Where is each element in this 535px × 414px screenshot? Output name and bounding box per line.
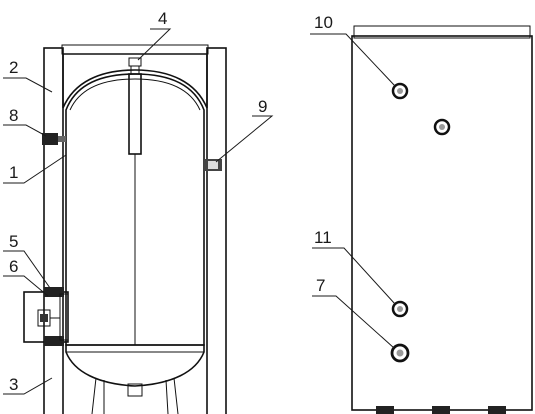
tank-leg-right: [165, 377, 179, 414]
label-6: 6: [9, 257, 18, 276]
right-insulation: [206, 47, 227, 414]
label-8: 8: [9, 106, 18, 125]
top-insulation: [62, 53, 208, 109]
label-5: 5: [9, 232, 18, 251]
label-10: 10: [314, 13, 333, 32]
front-view: [351, 25, 533, 414]
tank-bottom: [65, 344, 205, 387]
top-lid: [61, 44, 209, 55]
label-11: 11: [314, 228, 332, 247]
foot-3: [488, 406, 506, 414]
label-7: 7: [316, 276, 325, 295]
label-9: 9: [258, 97, 267, 116]
front-lid: [353, 25, 531, 39]
heater-flange-bottom: [44, 336, 64, 346]
label-4: 4: [158, 9, 167, 28]
left-insulation: [43, 47, 64, 414]
front-panel: [351, 35, 533, 411]
label-3: 3: [9, 375, 18, 394]
tank-leg-left: [91, 377, 105, 414]
heater-flange-top: [44, 287, 64, 297]
foot-2: [432, 406, 450, 414]
foot-1: [376, 406, 394, 414]
drain-fitting: [127, 383, 143, 397]
label-1: 1: [9, 163, 18, 182]
tank-inner-dome: [69, 78, 201, 111]
anode-rod: [128, 73, 142, 155]
leader-lines: [3, 28, 396, 395]
section-view: [23, 44, 227, 414]
label-2: 2: [9, 58, 18, 77]
